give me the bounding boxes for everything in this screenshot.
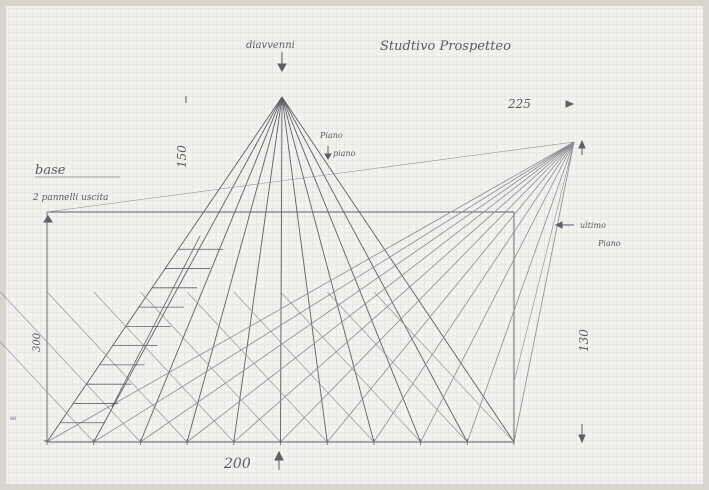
- ray-to-right-vp: [513, 141, 575, 443]
- diagonal-measure: [93, 291, 235, 443]
- dimension-vertical-right: 130: [577, 329, 591, 352]
- ray-to-apex: [233, 96, 283, 443]
- header-left-label: diavvenni: [246, 40, 295, 51]
- ultimo-arrow-head-icon: [554, 221, 563, 229]
- diagonal-measure: [186, 291, 328, 443]
- dimension-arrows: [43, 52, 586, 470]
- ladder-hatching: [60, 235, 224, 424]
- ray-to-apex: [281, 96, 328, 443]
- piano-right-label-1: ultimo: [580, 221, 606, 230]
- header-title: Studtivo Prospetteo: [380, 39, 511, 54]
- diagonal-measure: [280, 291, 421, 443]
- grid-lines: [6, 6, 703, 484]
- apex-arrow-head-icon: [277, 63, 287, 73]
- ray-to-right-vp: [326, 141, 575, 443]
- piano-right-label-2: Piano: [597, 239, 621, 248]
- bottom-arrow-head-icon: [274, 450, 284, 461]
- base-sub-label: 2 pannelli uscita: [32, 193, 108, 203]
- diagonal-measure: [233, 291, 375, 443]
- diagonal-measure: [373, 291, 515, 443]
- ray-to-right-vp: [466, 141, 575, 443]
- ray-to-right-vp: [373, 141, 575, 443]
- base-label: base: [35, 163, 66, 178]
- dimension-top-right: 225: [507, 97, 531, 111]
- ray-to-apex: [46, 96, 283, 443]
- right-down-arrow-head-icon: [578, 434, 586, 444]
- piano-down-arrow-head-icon: [324, 153, 332, 160]
- left-top-arrow-head-icon: [43, 215, 53, 223]
- piano-left-label-1: Piano: [319, 131, 343, 140]
- ray-to-right-vp: [280, 141, 575, 443]
- piano-left-label-2: piano: [333, 149, 356, 158]
- vp-up-arrow-head-icon: [578, 139, 586, 149]
- dimension-vertical-top: 150: [175, 145, 189, 168]
- right-arrow-head-icon: [565, 100, 575, 108]
- diagonal-measure: [0, 341, 94, 443]
- construction-lines: [0, 96, 575, 445]
- diagonal-measure: [140, 291, 281, 443]
- ray-to-apex: [186, 96, 283, 443]
- diagonal-measure: [46, 291, 188, 443]
- diagonal-measure: [0, 291, 141, 443]
- diagonal-measure: [327, 291, 468, 443]
- ray-to-right-vp: [93, 141, 575, 443]
- ray-to-apex: [280, 96, 283, 443]
- ray-to-right-vp: [420, 141, 575, 443]
- dimension-tiny-left: 80: [10, 416, 16, 422]
- ray-to-right-vp: [46, 141, 575, 443]
- ray-to-right-vp: [513, 141, 575, 383]
- ray-to-apex: [139, 96, 283, 443]
- annotations: diavvenni Studtivo Prospetteo base 2 pan…: [10, 39, 621, 472]
- ray-to-right-vp: [46, 141, 575, 213]
- ray-to-apex: [281, 96, 468, 443]
- dimension-bottom: 200: [223, 456, 251, 472]
- ray-to-apex: [281, 96, 422, 443]
- ray-to-apex: [281, 96, 375, 443]
- ray-to-right-vp: [140, 141, 575, 443]
- ray-to-right-vp: [233, 141, 575, 443]
- dimension-vertical-left: 300: [32, 332, 43, 352]
- ray-to-right-vp: [186, 141, 575, 443]
- ray-to-apex: [281, 96, 515, 443]
- ladder-rail: [111, 235, 201, 408]
